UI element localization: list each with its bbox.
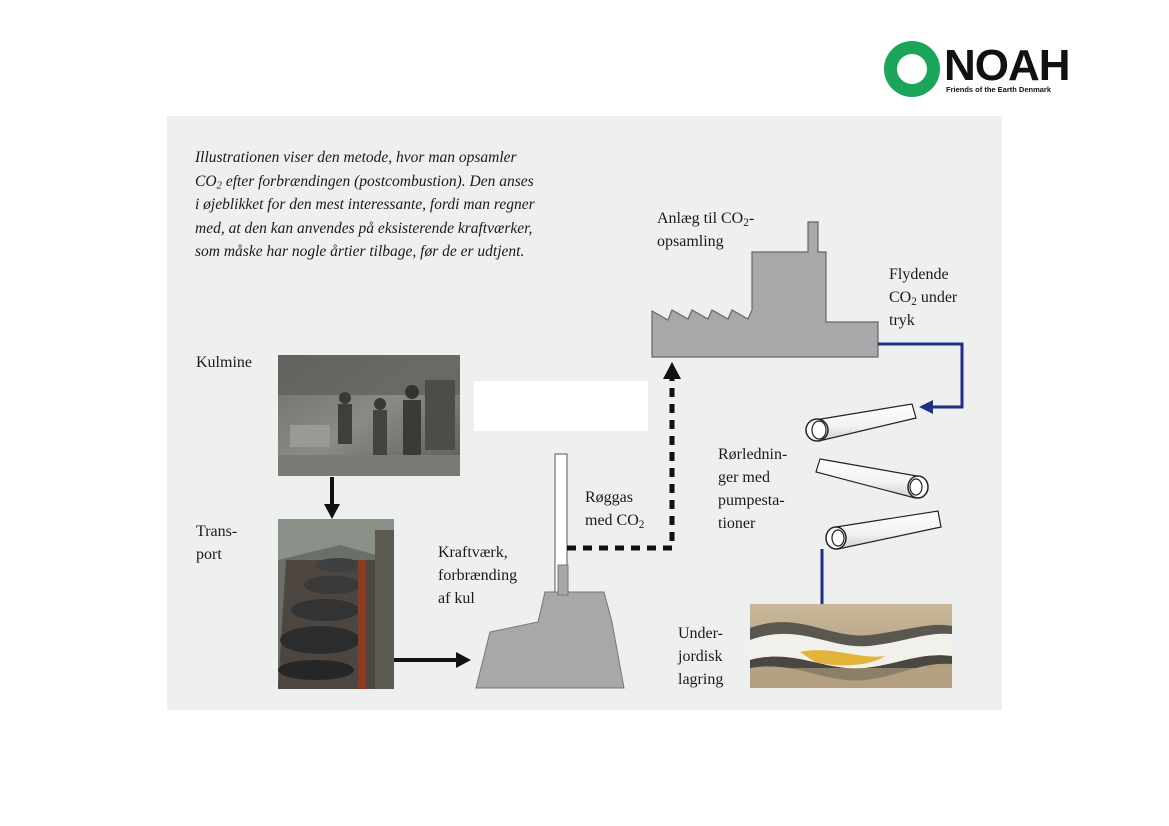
label-flue-gas: Røggas med CO2	[585, 486, 644, 532]
label-liquid-co2: Flydende CO2 under tryk	[889, 263, 957, 332]
label-transport: Trans- port	[196, 520, 237, 566]
blank-label-box	[474, 381, 648, 431]
arrow-mine-to-transport	[324, 477, 340, 519]
coal-mine-photo	[278, 355, 460, 476]
label-power-plant: Kraftværk, forbrænding af kul	[438, 541, 517, 610]
coal-train-photo	[278, 519, 394, 689]
pipeline-segment	[826, 511, 941, 549]
pipeline-segment	[816, 459, 928, 498]
arrow-transport-to-plant	[394, 652, 471, 668]
label-storage: Under- jordisk lagring	[678, 622, 723, 691]
liquid-co2-arrow	[878, 344, 962, 414]
pipeline-segment	[806, 404, 916, 441]
underground-storage-image	[750, 604, 952, 688]
label-capture-plant: Anlæg til CO2- opsamling	[657, 207, 754, 253]
label-pipelines: Rørlednin- ger med pumpesta- tioner	[718, 443, 787, 535]
label-kulmine: Kulmine	[196, 351, 252, 374]
